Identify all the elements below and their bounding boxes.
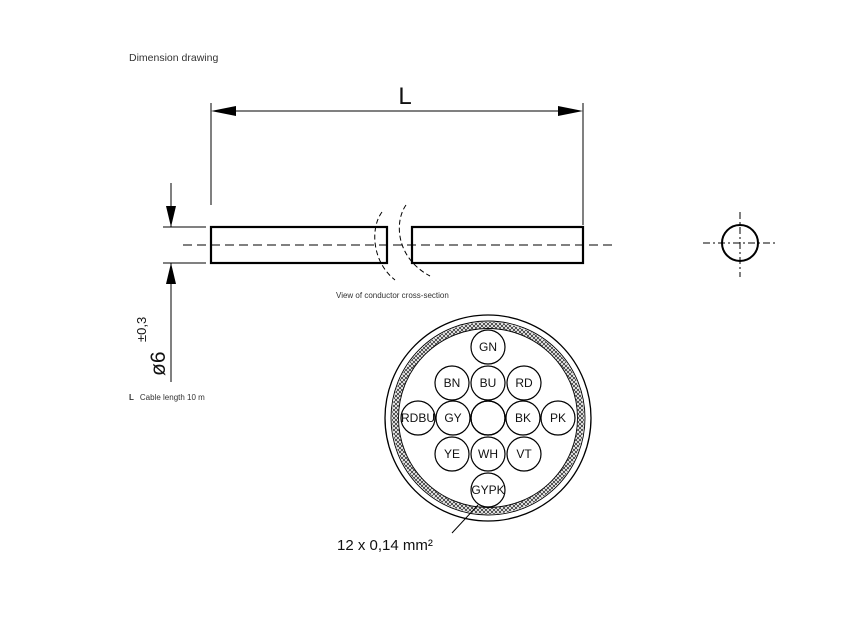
svg-text:GYPK: GYPK	[471, 483, 504, 497]
cable-end-view	[703, 212, 778, 277]
diameter-tolerance: ±0,3	[134, 317, 149, 342]
wire-gy: GY	[435, 400, 471, 436]
arrow-right-icon	[558, 106, 583, 116]
wire-bu: BU	[470, 365, 506, 401]
arrow-left-icon	[211, 106, 236, 116]
diameter-dimension: ø6 ±0,3	[134, 183, 206, 382]
wire-vt: VT	[506, 436, 542, 472]
svg-text:GY: GY	[444, 411, 461, 425]
wire-gypk: GYPK	[470, 472, 506, 508]
wire-rdbu: RDBU	[400, 400, 436, 436]
cross-section-caption: View of conductor cross-section	[336, 291, 449, 300]
wire-center	[470, 400, 506, 436]
svg-text:BU: BU	[480, 376, 497, 390]
conductor-spec: 12 x 0,14 mm²	[337, 537, 433, 554]
svg-text:YE: YE	[444, 447, 460, 461]
legend-text: Cable length 10 m	[139, 393, 205, 402]
conductor-cross-section: GN BN BU RD RDBU GY BK PK YE WH VT GYPK	[384, 314, 592, 534]
arrow-down-icon	[166, 206, 176, 227]
leader-line	[451, 504, 479, 534]
svg-text:RD: RD	[515, 376, 533, 390]
svg-text:RDBU: RDBU	[401, 411, 435, 425]
arrow-up-icon	[166, 263, 176, 284]
diameter-label: ø6	[147, 351, 170, 376]
length-label: L	[398, 83, 411, 110]
wire-rd: RD	[506, 365, 542, 401]
wire-wh: WH	[470, 436, 506, 472]
wire-bn: BN	[434, 365, 470, 401]
wire-gn: GN	[470, 329, 506, 365]
legend: L Cable length 10 m	[129, 393, 205, 402]
svg-text:BN: BN	[444, 376, 461, 390]
svg-text:BK: BK	[515, 411, 531, 425]
wire-pk: PK	[540, 400, 576, 436]
wire-ye: YE	[434, 436, 470, 472]
drawing-title: Dimension drawing	[129, 52, 219, 64]
wire-bk: BK	[505, 400, 541, 436]
svg-text:VT: VT	[516, 447, 532, 461]
cable-side-view	[183, 204, 613, 281]
svg-text:GN: GN	[479, 340, 497, 354]
length-dimension: L	[210, 83, 584, 225]
svg-text:PK: PK	[550, 411, 566, 425]
legend-key: L	[129, 393, 134, 402]
svg-text:WH: WH	[478, 447, 498, 461]
